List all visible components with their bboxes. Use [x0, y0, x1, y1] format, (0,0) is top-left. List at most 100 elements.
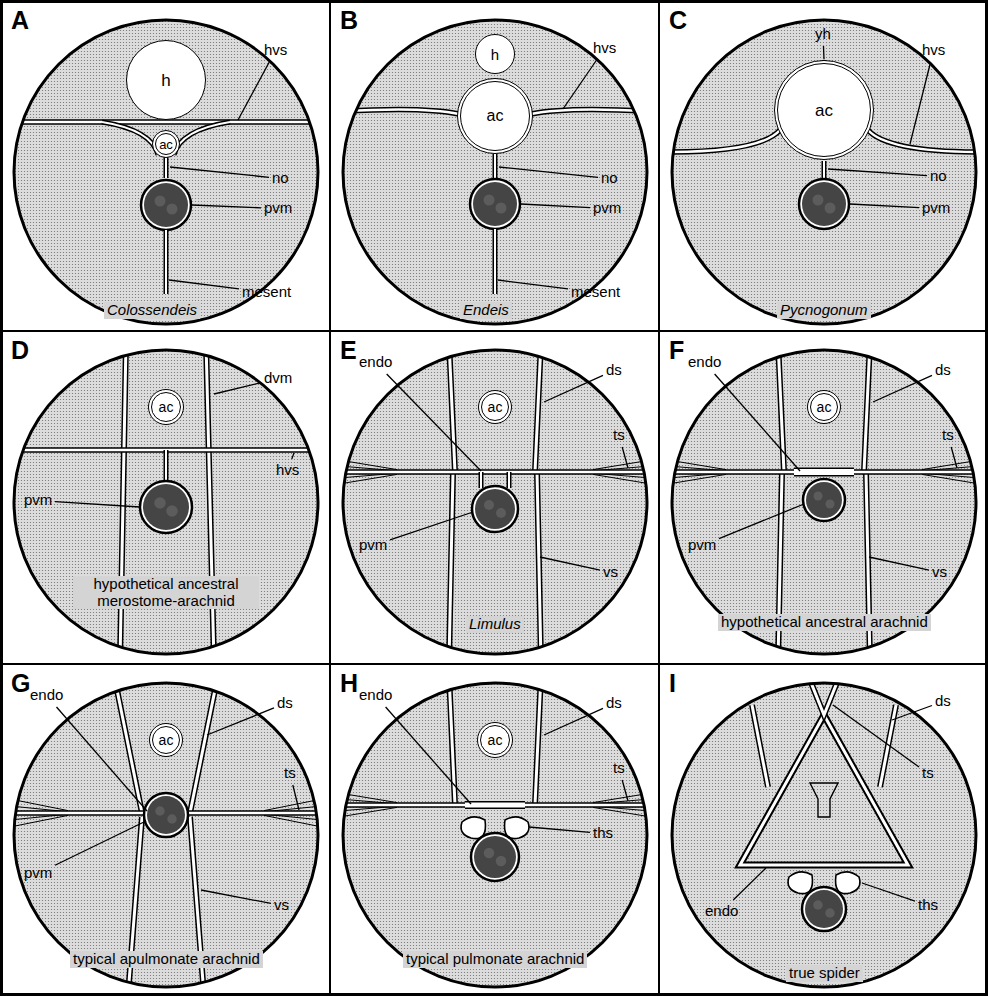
muscle-fan-line [668, 474, 726, 484]
septum-edge [752, 705, 768, 787]
vessel-circle: ac [477, 722, 513, 758]
septum-edge [164, 230, 169, 294]
panel-letter: E [340, 337, 357, 365]
ventral-mass-lobe [484, 195, 495, 206]
body-wall [672, 20, 976, 324]
thoracic-sinus [505, 817, 529, 839]
septum [794, 469, 854, 475]
septum [174, 122, 230, 155]
callout-label: pvm [24, 492, 52, 509]
leader-line [293, 785, 299, 810]
ventral-mass-lobe [167, 814, 177, 824]
body-section [672, 350, 976, 654]
panel-caption: Pycnogonum [777, 302, 871, 319]
septum-edge [206, 342, 214, 662]
figure-panel: Htypical pulmonate arachnidacendodstsths [329, 663, 660, 996]
callout-label: pvm [359, 537, 387, 554]
callout-label: ds [277, 695, 293, 712]
vessel-circle: ac [478, 390, 512, 424]
septum [823, 161, 825, 178]
septum-edge [535, 675, 541, 805]
callout-label: ts [942, 427, 954, 444]
leader-line [386, 707, 471, 804]
callout-label: hvs [264, 42, 287, 59]
body-wall [14, 683, 318, 987]
callout-label: endo [359, 687, 392, 704]
panel-letter: A [11, 7, 29, 35]
cross-section-drawing [660, 665, 988, 996]
septum-edge [660, 469, 988, 475]
septum [331, 804, 661, 807]
body-section [343, 20, 647, 324]
structure-label: h [491, 47, 499, 62]
ventral-mass-lobe [813, 195, 824, 206]
callout-label: ds [935, 693, 951, 710]
septum [535, 342, 541, 472]
muscle-fan-line [593, 474, 651, 484]
muscle-fan-line [593, 807, 651, 817]
figure-panel: Fhypothetical ancestral arachnidacendods… [658, 330, 988, 665]
septum-edge [778, 472, 782, 662]
leader-line [544, 375, 603, 402]
leader-line [910, 62, 931, 144]
body-section [14, 350, 318, 654]
septum-edge [449, 472, 453, 662]
figure-panel: Dhypothetical ancestral merostome-arachn… [0, 330, 331, 665]
body-section [343, 350, 647, 654]
panel-caption: Colossendeis [104, 302, 200, 319]
structure-label: ac [159, 138, 173, 151]
vessel-circle: ac [774, 60, 874, 160]
leader-line [715, 374, 800, 471]
septum [866, 472, 870, 662]
ventral-mass-outline [803, 479, 845, 521]
structure-label: ac [817, 400, 832, 414]
callout-label: vs [274, 897, 289, 914]
septum-edge [493, 229, 498, 294]
endosternite [740, 715, 908, 865]
callout-label: pvm [922, 200, 950, 217]
leader-line [214, 383, 261, 394]
septum [864, 342, 870, 472]
leader-line [201, 890, 271, 903]
structure-label: h [161, 72, 170, 89]
vessel-circle: ac [149, 723, 183, 757]
figure-panel: ELimulusacendodstspvmvs [329, 330, 660, 665]
vessel-circle: ac [807, 390, 841, 424]
figure-panel: CPycnogonumacyhhvsnopvm [658, 0, 988, 332]
callout-label: hvs [276, 462, 299, 479]
panel-caption: typical apulmonate arachnid [70, 951, 263, 968]
callout-label: pvm [688, 537, 716, 554]
leader-line [207, 708, 274, 735]
ventral-mass [474, 836, 516, 878]
ventral-mass-outline [144, 793, 188, 837]
ventral-mass [475, 489, 515, 529]
panel-letter: I [669, 670, 676, 698]
ventral-mass-lobe [826, 500, 835, 509]
leader-line [892, 705, 932, 720]
septum-edge [331, 802, 661, 808]
septum-edge [493, 154, 498, 178]
septum-edge [190, 817, 204, 995]
callout-label: ds [606, 695, 622, 712]
callout-label: pvm [264, 200, 292, 217]
body-wall [14, 350, 318, 654]
septum [190, 817, 204, 995]
panel-caption: hypothetical ancestral merostome-arachni… [73, 576, 259, 609]
panel-letter: F [669, 337, 684, 365]
vessel-circle: ac [457, 78, 533, 154]
panel-caption: Limulus [466, 616, 524, 633]
body-wall [672, 350, 976, 654]
callout-label: ths [593, 825, 613, 842]
septum-edge [331, 109, 459, 114]
septum [206, 342, 214, 662]
callout-label: ds [935, 362, 951, 379]
ventral-mass-lobe [166, 505, 178, 517]
septum-edge [331, 469, 661, 475]
callout-label: mesent [571, 284, 620, 301]
septum [2, 121, 332, 124]
leader-line [850, 204, 919, 208]
septum [331, 471, 661, 474]
leader-line [622, 780, 628, 801]
septum [128, 817, 142, 995]
leader-line [563, 60, 597, 109]
